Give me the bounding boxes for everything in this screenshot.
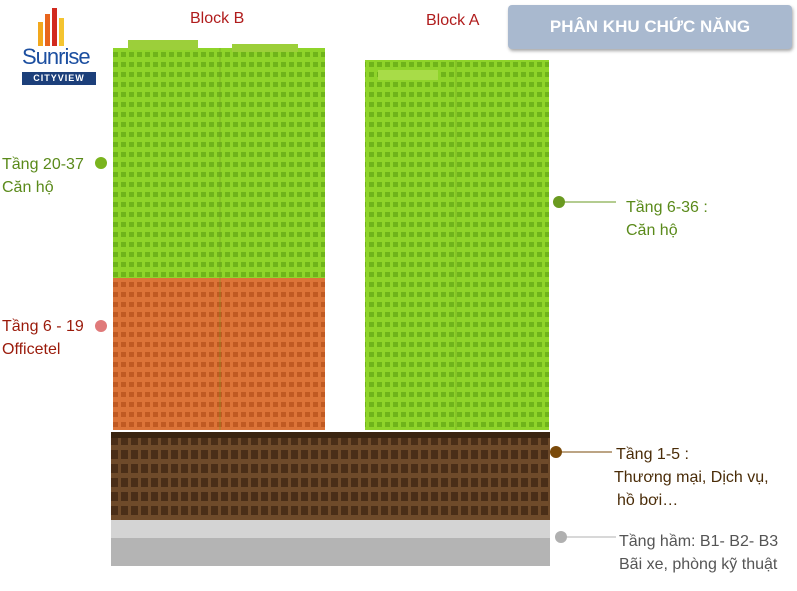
label-basement-use: Bãi xe, phòng kỹ thuật <box>619 556 778 573</box>
block-a-tower <box>365 60 549 430</box>
label-b-officetel-use: Officetel <box>2 341 61 358</box>
label-podium-floors: Tầng 1-5 : <box>616 446 689 463</box>
marker-b-officetel <box>95 320 107 332</box>
podium-zone <box>111 432 550 520</box>
logo-brand: Sunrise <box>22 44 91 69</box>
logo-icon <box>38 8 64 46</box>
label-podium: Tầng 1-5 : Thương mại, Dịch vụ, hồ bơi… <box>614 443 769 512</box>
label-b-officetel-floors: Tầng 6 - 19 <box>2 318 84 335</box>
block-a-apartment-zone <box>365 60 549 430</box>
label-b-apartments-floors: Tầng 20-37 <box>2 156 84 173</box>
marker-b-apartments <box>95 157 107 169</box>
label-podium-use1: Thương mại, Dịch vụ, <box>614 469 769 486</box>
marker-a-apartments <box>553 196 565 208</box>
marker-basement <box>555 531 567 543</box>
basement-top <box>111 520 550 538</box>
label-basement: Tầng hầm: B1- B2- B3 Bãi xe, phòng kỹ th… <box>619 530 778 576</box>
block-b-apartment-zone <box>113 48 325 278</box>
page-title: PHÂN KHU CHỨC NĂNG <box>549 17 751 36</box>
basement-zone <box>111 538 550 566</box>
label-b-officetel: Tầng 6 - 19 Officetel <box>2 315 84 361</box>
block-a-label: Block A <box>426 12 480 29</box>
label-a-apartments-floors: Tầng 6-36 : <box>626 199 708 216</box>
title-box: PHÂN KHU CHỨC NĂNG <box>508 5 792 49</box>
label-podium-use2: hồ bơi… <box>617 492 679 509</box>
label-b-apartments: Tầng 20-37 Căn hộ <box>2 153 84 199</box>
logo-sub: CITYVIEW <box>22 72 96 85</box>
marker-podium <box>550 446 562 458</box>
block-b-tower <box>113 40 325 430</box>
block-b-officetel-zone <box>113 278 325 430</box>
label-a-apartments: Tầng 6-36 : Căn hộ <box>626 196 708 242</box>
label-basement-floors: Tầng hầm: B1- B2- B3 <box>619 533 779 550</box>
label-a-apartments-use: Căn hộ <box>626 222 678 239</box>
block-b-label: Block B <box>190 10 245 27</box>
label-b-apartments-use: Căn hộ <box>2 179 54 196</box>
